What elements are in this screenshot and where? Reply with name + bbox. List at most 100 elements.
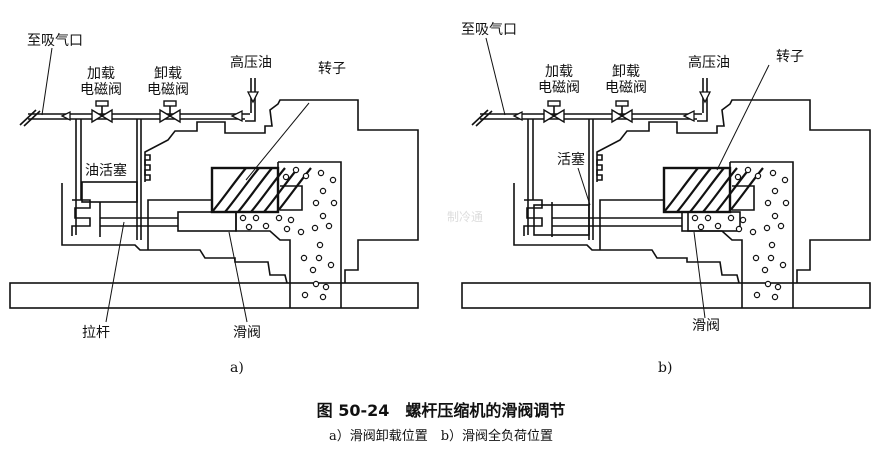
arrow-down-icon	[246, 91, 260, 104]
oil-droplet-icon	[262, 222, 270, 230]
rotor-thread	[276, 167, 312, 213]
oil-droplet-icon	[769, 169, 777, 177]
oil-droplet-icon	[311, 224, 319, 232]
label-line: 电磁阀	[538, 80, 580, 96]
pipe-break	[23, 110, 41, 127]
rotor-thread	[224, 167, 260, 213]
label-load-valve-a: 加载电磁阀	[80, 66, 122, 98]
label-suction-port-a: 至吸气口	[27, 33, 83, 49]
label-rotor-a: 转子	[318, 61, 346, 77]
oil-droplet-icon	[777, 222, 785, 230]
oil-droplet-icon	[753, 291, 761, 299]
label-rotor-b: 转子	[776, 49, 804, 65]
discharge-channel	[278, 161, 342, 308]
oil-droplet-icon	[252, 214, 260, 222]
base-plate	[461, 282, 871, 309]
housing-upper-outline	[144, 99, 419, 283]
oil-droplet-icon	[727, 214, 735, 222]
oil-droplet-icon	[327, 261, 335, 269]
oil-droplet-icon	[329, 176, 337, 184]
oil-droplet-icon	[739, 216, 747, 224]
label-suction-port-b: 至吸气口	[461, 22, 517, 38]
oil-droplet-icon	[735, 225, 743, 233]
rotor-thread	[728, 167, 764, 213]
label-pull-rod-a: 拉杆	[82, 325, 110, 341]
rotor-thread	[250, 167, 286, 213]
pipe-break	[19, 109, 37, 126]
leader-slide-a	[228, 231, 248, 323]
load-solenoid-valve-icon	[95, 100, 109, 107]
end-cover	[71, 199, 91, 236]
oil-droplet-icon	[691, 214, 699, 222]
base-plate	[9, 282, 419, 309]
unload-solenoid-valve-icon	[163, 100, 177, 107]
oil-droplet-icon	[779, 261, 787, 269]
label-piston-b: 活塞	[557, 152, 585, 168]
oil-droplet-icon	[752, 254, 760, 262]
sublabel-a: a)	[230, 360, 244, 376]
oil-droplet-icon	[301, 291, 309, 299]
oil-droplet-icon	[782, 199, 790, 207]
housing-fins	[144, 154, 151, 181]
oil-droplet-icon	[245, 223, 253, 231]
rotor-thread	[702, 167, 738, 213]
label-oil-piston-a: 油活塞	[85, 163, 127, 179]
oil-droplet-icon	[771, 212, 779, 220]
oil-droplet-icon	[774, 283, 782, 291]
discharge-channel	[732, 185, 755, 211]
leader-rotor-b	[716, 64, 770, 171]
load-solenoid-valve-icon	[543, 108, 556, 124]
unload-solenoid-valve-icon	[168, 108, 181, 124]
leader-rod-a	[105, 221, 125, 323]
rotor-thread	[237, 167, 273, 213]
rotor-thread	[211, 167, 247, 213]
oil-droplet-icon	[764, 199, 772, 207]
oil-droplet-icon	[749, 228, 757, 236]
label-line: 电磁阀	[80, 82, 122, 98]
oil-droplet-icon	[763, 224, 771, 232]
oil-droplet-icon	[754, 172, 762, 180]
flow-arrow-icon	[230, 109, 243, 123]
discharge-channel	[280, 185, 303, 211]
discharge-channel	[235, 162, 291, 308]
oil-droplet-icon	[781, 176, 789, 184]
label-load-valve-b: 加载电磁阀	[538, 64, 580, 96]
oil-droplet-icon	[714, 222, 722, 230]
rotor-thread	[663, 167, 699, 213]
oil-droplet-icon	[287, 216, 295, 224]
piston	[81, 181, 138, 203]
figure-title: 图 50-24 螺杆压缩机的滑阀调节	[316, 401, 566, 420]
oil-droplet-icon	[302, 172, 310, 180]
oil-droplet-icon	[764, 280, 772, 288]
label-line: 卸载	[612, 64, 640, 80]
leader-suction-a	[41, 47, 53, 116]
load-solenoid-valve-icon	[91, 108, 104, 124]
arrow-down-icon	[698, 91, 712, 104]
leader-suction-b	[485, 37, 506, 116]
valve-guide	[599, 199, 664, 250]
label-line: 加载	[87, 66, 115, 82]
load-solenoid-valve-icon	[547, 100, 561, 107]
oil-droplet-icon	[330, 199, 338, 207]
label-slide-valve-b: 滑阀	[692, 318, 720, 334]
oil-droplet-icon	[300, 254, 308, 262]
flow-arrow-icon	[512, 110, 523, 122]
label-line: 电磁阀	[147, 82, 189, 98]
housing-fins	[596, 154, 603, 181]
oil-droplet-icon	[317, 169, 325, 177]
label-unload-valve-b: 卸载电磁阀	[605, 64, 647, 96]
oil-droplet-icon	[319, 212, 327, 220]
panel-b	[461, 78, 871, 309]
sublabel-b: b)	[658, 360, 673, 376]
oil-droplet-icon	[316, 241, 324, 249]
oil-droplet-icon	[771, 187, 779, 195]
pipe-break	[475, 110, 493, 127]
oil-droplet-icon	[704, 214, 712, 222]
discharge-channel	[687, 162, 743, 308]
end-cover	[523, 199, 543, 236]
panel-a	[9, 78, 419, 309]
oil-droplet-icon	[322, 283, 330, 291]
oil-droplet-icon	[319, 293, 327, 301]
unload-solenoid-valve-icon	[159, 108, 172, 124]
